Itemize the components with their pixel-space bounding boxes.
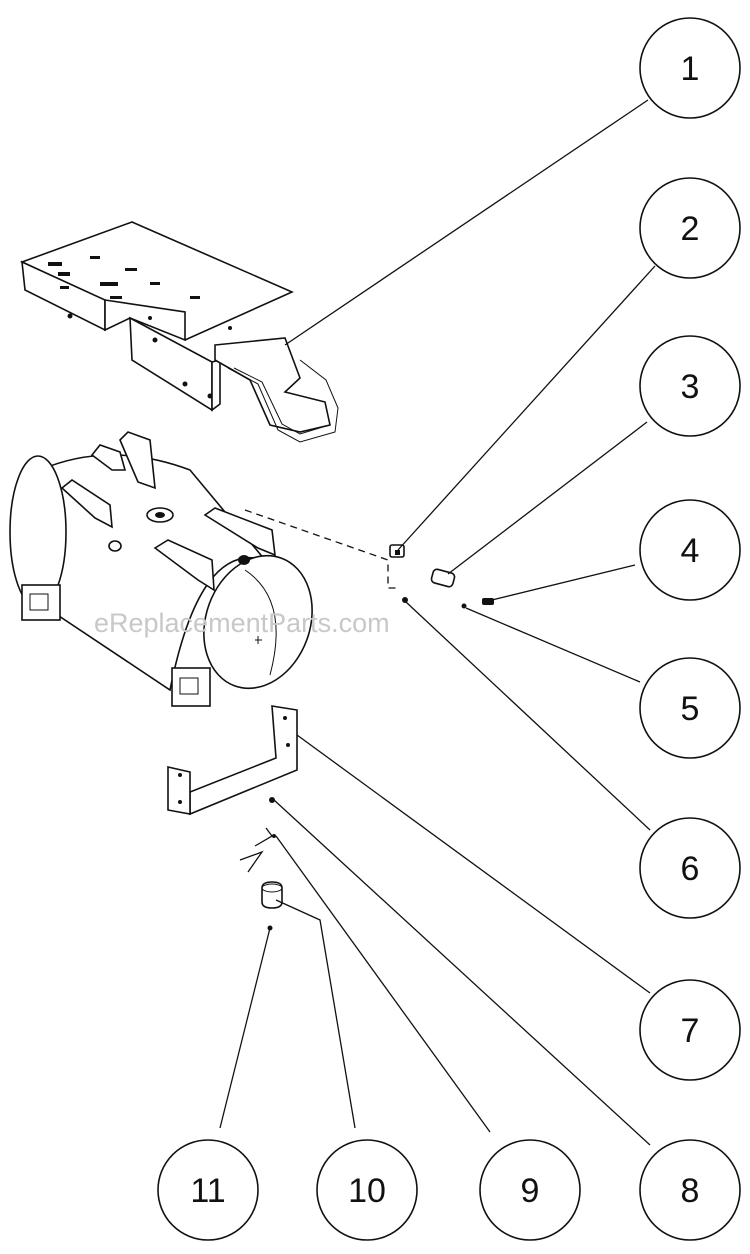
leader-lines xyxy=(219,99,656,1146)
callout-4[interactable]: 4 xyxy=(639,499,741,601)
part-10-rubber-foot[interactable] xyxy=(239,850,283,909)
callout-2[interactable]: 2 xyxy=(639,177,741,279)
callout-6[interactable]: 6 xyxy=(639,817,741,919)
part-5-nut[interactable] xyxy=(461,603,467,609)
callout-label: 7 xyxy=(681,1012,700,1050)
callout-5[interactable]: 5 xyxy=(639,657,741,759)
watermark-text: eReplacementParts.com xyxy=(94,608,390,638)
callout-label: 1 xyxy=(681,50,700,88)
callout-label: 4 xyxy=(681,532,700,570)
callout-label: 3 xyxy=(681,368,700,406)
callout-label: 6 xyxy=(681,850,700,888)
callout-label: 8 xyxy=(681,1172,700,1210)
part-4-valve[interactable] xyxy=(482,598,494,605)
callout-label: 11 xyxy=(190,1172,225,1210)
part-1-mounting-bracket[interactable] xyxy=(19,221,339,443)
connection-dashed-line xyxy=(244,509,398,589)
callout-3[interactable]: 3 xyxy=(639,335,741,437)
callout-11[interactable]: 11 xyxy=(157,1139,259,1241)
part-6-washer[interactable] xyxy=(402,597,408,603)
callout-label: 10 xyxy=(348,1172,386,1210)
callout-label: 5 xyxy=(681,690,700,728)
part-2-check-valve[interactable] xyxy=(389,544,405,558)
callout-label: 2 xyxy=(681,210,700,248)
callout-8[interactable]: 8 xyxy=(639,1139,741,1241)
part-8-bolt[interactable] xyxy=(269,797,275,803)
callout-10[interactable]: 10 xyxy=(316,1139,418,1241)
callout-label: 9 xyxy=(521,1172,540,1210)
callout-1[interactable]: 1 xyxy=(639,17,741,119)
callout-9[interactable]: 9 xyxy=(479,1139,581,1241)
callout-7[interactable]: 7 xyxy=(639,979,741,1081)
part-7-base-bracket[interactable] xyxy=(167,705,298,816)
part-9-screw[interactable] xyxy=(254,827,276,847)
air-tank[interactable] xyxy=(9,431,330,707)
